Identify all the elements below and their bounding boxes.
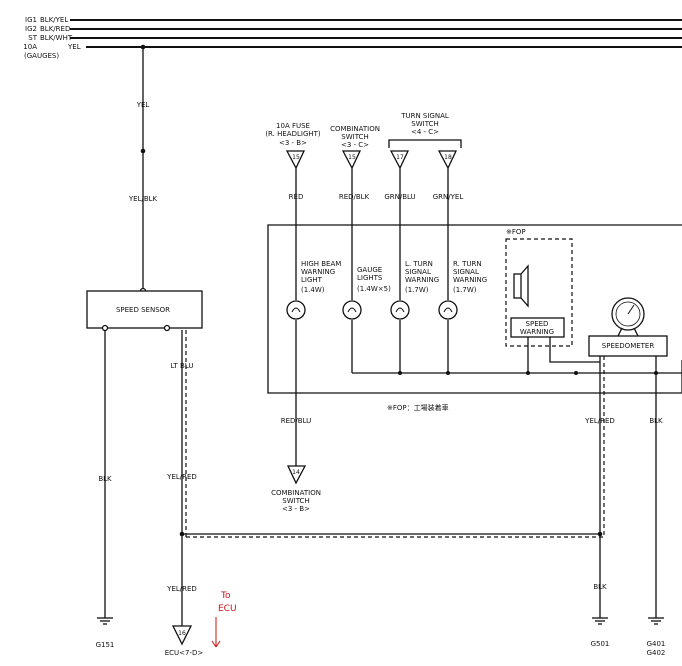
wire-grn-blu-label: GRN/BLU [384,193,415,201]
wire-grn-yel-label: GRN/YEL [433,193,464,201]
fop-tag: ※FOP [506,228,526,236]
fop-section: ※FOP SPEED WARNING [505,228,600,373]
ground-g501-icon [592,617,608,625]
turn-switch-line1: TURN SIGNAL [400,112,449,120]
ground-g151-icon [97,617,113,625]
gauge-lights-bulb-icon [342,300,362,320]
source-connectors: 10A FUSE (R. HEADLIGHT) <3 - B> 15 COMBI… [265,112,462,170]
r-turn-line1: R. TURN [453,260,482,268]
to-ecu-line1: To [220,591,231,601]
l-turn-line1: L. TURN [405,260,433,268]
l-turn-line3: WARNING [405,276,439,284]
combo-switch-pin: 15 [348,154,356,161]
turn-switch-line3: <4 - C> [411,128,439,136]
bus-ig1-label: IG1 [25,16,37,24]
ground-g401-icon [648,617,664,625]
gauge-lights-line1: GAUGE [357,266,382,274]
r-turn-line4: (1.7W) [453,286,477,294]
ground-g402-label: G402 [647,649,666,657]
fuse-headlight-pin: 15 [292,154,300,161]
speed-warning-line2: WARNING [520,328,554,336]
speedometer-box [588,335,668,357]
wire-yel-blk-label: YEL/BLK [128,195,158,203]
bus-st-color: BLK/WHT [40,34,73,42]
l-turn-line4: (1.7W) [405,286,429,294]
speedometer-gauge-icon [611,297,645,337]
ground-g401-label: G401 [647,640,666,648]
speed-sensor-label: SPEED SENSOR [116,306,170,314]
wire-red-label: RED [289,193,304,201]
combo-switch-bottom-line1: COMBINATION [271,489,321,497]
combo-switch-line1: COMBINATION [330,125,380,133]
bus-ig2-color: BLK/RED [40,25,70,33]
wire-yel-red-right-label: YEL/RED [584,417,615,425]
fuse-headlight-connector-icon: 15 [285,150,306,170]
speed-sensor-box [86,290,203,329]
speed-sensor-circuit: YEL YEL/BLK SPEED SENSOR BLK G151 LT BLU… [86,44,237,657]
wire-blk-ground-label: BLK [593,583,607,591]
speedometer-section: SPEEDOMETER ※FOP：工場装着車 [387,297,682,618]
lamp-circuits: RED HIGH BEAM WARNING LIGHT (1.4W) RED/B… [281,168,682,466]
high-beam-line1: HIGH BEAM [301,260,341,268]
bottom-combination-switch: 14 COMBINATION SWITCH <3 - B> [271,465,321,513]
right-grounds: YEL/RED BLK BLK G501 G401 G402 [584,417,665,657]
r-turn-bulb-icon [438,300,458,320]
speed-warning-box [510,317,565,338]
turn-right-pin: 18 [444,154,452,161]
buzzer-icon [513,273,522,299]
wire-blk-label: BLK [98,475,112,483]
combo-switch-bottom-line2: SWITCH [282,497,309,505]
high-beam-bulb-icon [286,300,306,320]
fuse-headlight-line2: (R. HEADLIGHT) [265,130,321,138]
wire-red-blu-label: RED/BLU [281,417,312,425]
bus-gauges-label: (GAUGES) [24,52,59,60]
combo-switch-connector-icon: 15 [341,150,362,170]
wire-yel-red-label-2: YEL/RED [166,585,197,593]
to-ecu-line2: ECU [218,604,237,614]
ground-g501-label: G501 [591,640,610,648]
turn-left-pin: 17 [396,154,404,161]
high-beam-line3: LIGHT [301,276,323,284]
bus-ig1-color: BLK/YEL [40,16,68,24]
r-turn-line3: WARNING [453,276,487,284]
ecu-pin-label: 16 [178,630,186,637]
turn-switch-line2: SWITCH [411,120,438,128]
bus-10a-color: YEL [67,43,81,51]
r-turn-line2: SIGNAL [453,268,479,276]
gauge-lights-line3: (1.4W×5) [357,285,391,293]
fuse-headlight-line1: 10A FUSE [276,122,310,130]
wire-red-blk-label: RED/BLK [339,193,370,201]
bus-st-label: ST [28,34,37,42]
combo-switch-bottom-pin: 14 [292,469,300,476]
fuse-headlight-line3: <3 - B> [279,139,307,147]
high-beam-line2: WARNING [301,268,335,276]
fop-note: ※FOP：工場装着車 [387,403,449,412]
wire-blk-right-label: BLK [649,417,663,425]
to-ecu-arrow-icon [211,617,221,648]
speedometer-label: SPEEDOMETER [602,342,655,350]
high-beam-line4: (1.4W) [301,286,325,294]
power-bus: IG1 BLK/YEL IG2 BLK/RED ST BLK/WHT 10A Y… [23,16,682,60]
turn-left-connector-icon: 17 [389,150,410,170]
speed-warning-line1: SPEED [526,320,549,328]
l-turn-bulb-icon [390,300,410,320]
turn-right-connector-icon: 18 [437,150,458,170]
l-turn-line2: SIGNAL [405,268,431,276]
ecu-connector-icon: 16 [171,625,193,646]
bus-ig2-label: IG2 [25,25,37,33]
combo-switch-bottom-line3: <3 - B> [282,505,310,513]
bus-10a-label: 10A [23,43,37,51]
combo-switch-bottom-connector-icon: 14 [286,465,307,485]
wire-yel-label: YEL [136,101,150,109]
gauge-lights-line2: LIGHTS [357,274,383,282]
combo-switch-line2: SWITCH [341,133,368,141]
ecu-ref-label: ECU<7-D> [165,649,204,657]
wire-yel-red-label-1: YEL/RED [166,473,197,481]
combo-switch-line3: <3 - C> [341,141,369,149]
ground-g151-label: G151 [96,641,115,649]
wire-lt-blu-label: LT BLU [171,362,194,370]
